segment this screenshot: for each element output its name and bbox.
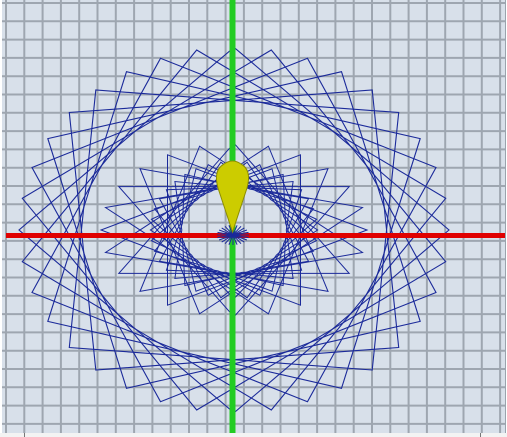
ruler-tick — [24, 433, 25, 437]
horizontal-scrollbar[interactable] — [0, 433, 507, 437]
center-burst — [217, 225, 249, 245]
turtle-arrow-icon — [216, 160, 249, 234]
ruler-tick — [480, 433, 481, 437]
spiral-pattern — [18, 46, 450, 414]
